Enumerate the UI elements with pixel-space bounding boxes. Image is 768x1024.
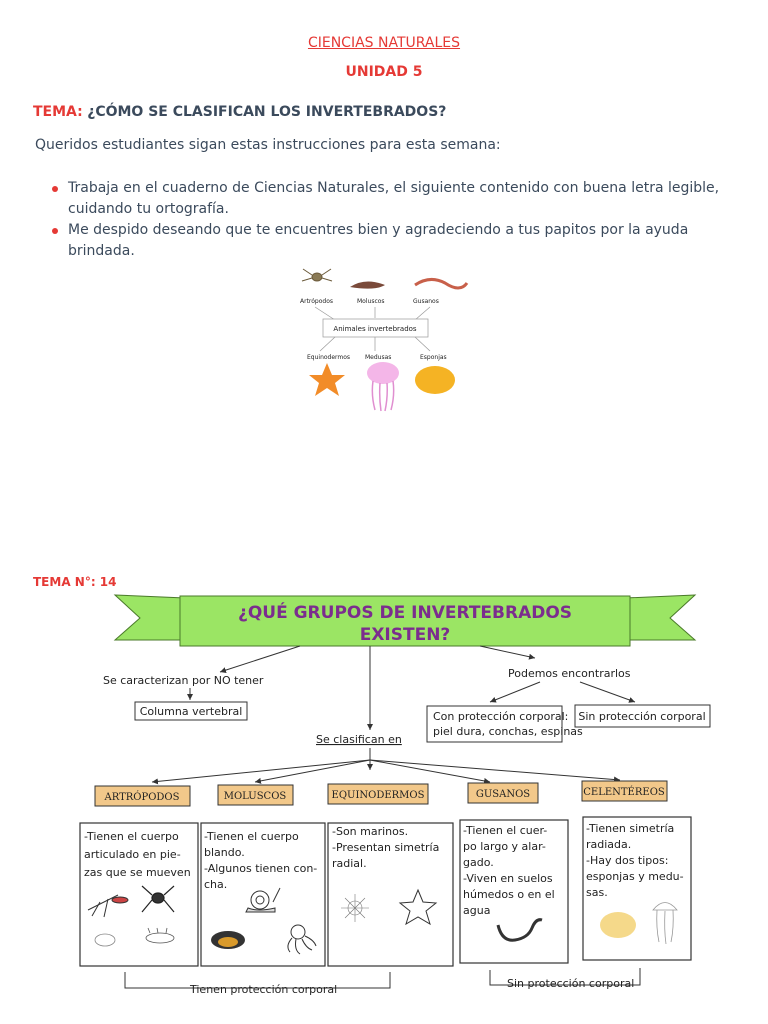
desc-line: esponjas y medu- [586,870,684,883]
right-box-no-protection [574,704,711,728]
worm-drawing-icon [496,918,543,942]
sponge-drawing-icon [600,912,636,938]
desc-line: sas. [586,886,608,899]
right-box-protection-line2: piel dura, conchas, espinas [433,725,583,738]
intro-text: Queridos estudiantes sigan estas instruc… [35,137,501,153]
desc-line: gado. [463,856,494,869]
sponge-icon [415,366,455,394]
label-esponjas: Esponjas [420,354,447,361]
label-artropodos: Artrópodos [300,298,333,305]
category-box-artropodos [94,785,191,807]
desc-line: blando. [204,846,245,859]
bullet-text: Me despido deseando que te encuentres bi… [68,222,689,259]
instruction-list: Trabaja en el cuaderno de Ciencias Natur… [48,178,748,262]
concept-map: ¿QUÉ GRUPOS DE INVERTEBRADOS EXISTEN? Se… [79,594,711,996]
octopus-icon [287,924,317,955]
category-gusanos: GUSANOS [476,789,530,800]
desc-moluscos: -Tienen el cuerpo blando. -Algunos tiene… [204,830,317,891]
right-box-protection [426,705,563,743]
desc-line: radial. [332,857,367,870]
worm-icon [414,278,469,290]
desc-line: -Algunos tienen con- [204,862,317,875]
snail-icon [245,887,281,913]
desc-box-gusanos [459,819,569,964]
label-medusas: Medusas [365,354,391,361]
list-item: Trabaja en el cuaderno de Ciencias Natur… [48,178,748,220]
category-moluscos: MOLUSCOS [224,791,287,802]
starfish-drawing-icon [398,888,438,926]
center-box [322,318,429,338]
bracket-right [489,968,641,986]
desc-line: húmedos o en el [463,888,555,901]
right-box-no-protection-text: Sin protección corporal [578,710,705,723]
slug-icon [350,281,385,289]
center-label: Animales invertebrados [333,325,416,333]
left-box-text: Columna vertebral [140,705,243,718]
invertebrate-overview-diagram: Artrópodos Moluscos Gusanos Animales inv… [300,268,469,412]
desc-box-equinodermos [327,822,454,967]
desc-line: -Tienen simetría [586,822,674,835]
label-equinodermos: Equinodermos [307,354,350,361]
sea-urchin-icon [341,894,369,922]
desc-line: cha. [204,878,227,891]
desc-line: -Hay dos tipos: [586,854,668,867]
unit-title: UNIDAD 5 [345,64,423,80]
jellyfish-drawing-icon [652,902,678,945]
jellyfish-icon [367,362,399,412]
bullet-icon [52,228,58,234]
category-box-celentereos [581,780,668,802]
desc-line: agua [463,904,490,917]
desc-line: po largo y alar- [463,840,546,853]
desc-gusanos: -Tienen el cuer- po largo y alar- gado. … [463,824,555,917]
right-box-protection-line1: Con protección corporal: [433,710,568,723]
category-box-moluscos [217,784,294,806]
bottom-right-label: Sin protección corporal [507,977,634,990]
mosquito-icon [87,894,129,918]
title-banner [113,594,697,647]
desc-line: -Viven en suelos [463,872,553,885]
tema-heading: TEMA: ¿CÓMO SE CLASIFICAN LOS INVERTEBRA… [33,104,446,120]
category-equinodermos: EQUINODERMOS [332,790,425,801]
category-artropodos: ARTRÓPODOS [104,791,180,803]
tema-value: ¿CÓMO SE CLASIFICAN LOS INVERTEBRADOS? [87,104,447,120]
label-gusanos: Gusanos [413,298,439,305]
desc-box-artropodos [79,822,199,967]
desc-line: -Tienen el cuerpo [204,830,299,843]
desc-artropodos: -Tienen el cuerpo articulado en pie- zas… [84,830,191,879]
bullet-icon [52,186,58,192]
subject-title: CIENCIAS NATURALES [307,35,461,51]
desc-line: -Presentan simetría [332,841,439,854]
bullet-text: Trabaja en el cuaderno de Ciencias Natur… [68,180,720,217]
desc-celentereos: -Tienen simetría radiada. -Hay dos tipos… [586,822,684,899]
mussel-icon [211,931,245,949]
desc-line: -Tienen el cuer- [463,824,547,837]
tema-number: TEMA N°: 14 [33,575,117,589]
desc-line: -Tienen el cuerpo [84,830,179,843]
right-branch-label: Podemos encontrarlos [508,667,631,680]
tema-label: TEMA: [33,104,83,120]
desc-line: -Son marinos. [332,825,408,838]
banner-title-line2: EXISTEN? [360,625,451,645]
category-box-gusanos [467,782,539,804]
desc-box-celentereos [582,816,692,961]
centipede-icon [145,927,175,944]
desc-line: radiada. [586,838,631,851]
category-celentereos: CELENTÉREOS [583,786,665,798]
spider-icon [301,268,333,282]
list-item: Me despido deseando que te encuentres bi… [48,220,748,262]
label-moluscos: Moluscos [357,298,385,305]
desc-line: articulado en pie- [84,848,181,861]
desc-line: zas que se mueven [84,866,191,879]
category-box-equinodermos [327,783,429,805]
banner-title-line1: ¿QUÉ GRUPOS DE INVERTEBRADOS [238,601,572,623]
desc-equinodermos: -Son marinos. -Presentan simetría radial… [332,825,439,870]
left-branch-label: Se caracterizan por NO tener [103,674,264,687]
crab-icon [94,933,116,947]
starfish-icon [309,363,345,396]
bottom-left-label: Tienen protección corporal [189,983,337,996]
spider-drawing-icon [141,885,175,913]
bracket-left [124,972,391,989]
left-box [134,701,248,721]
classify-label: Se clasifican en [316,733,402,746]
